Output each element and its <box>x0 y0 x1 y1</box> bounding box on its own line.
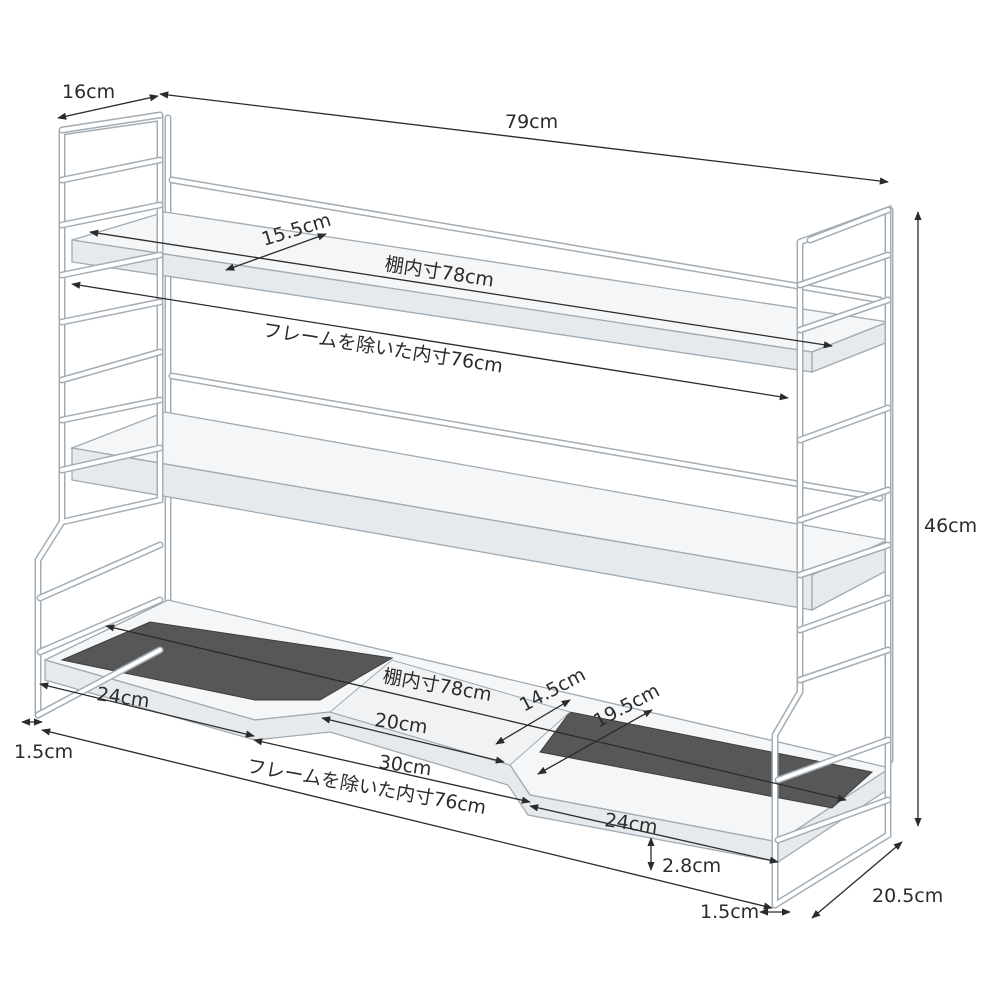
bottom-tray <box>43 599 892 864</box>
height-total-label: 46cm <box>924 515 977 537</box>
left-frame-rung <box>60 350 162 382</box>
left-frame-rung <box>60 158 162 182</box>
width-total-line <box>159 91 889 185</box>
right-frame-rung <box>798 648 890 682</box>
left-frame-rung <box>38 598 162 654</box>
bottom-right-width-line <box>529 804 779 864</box>
width-total-label: 79cm <box>505 111 558 133</box>
lip-height-label: 2.8cm <box>662 855 721 877</box>
upper-frame-inner-line <box>71 281 789 401</box>
right-frame-rung <box>798 253 890 287</box>
left-frame-rung <box>60 300 162 324</box>
depth-bottom-line <box>811 841 903 919</box>
upper-frame-inner-label: フレームを除いた内寸76cm <box>261 319 504 377</box>
left-frame-rung <box>60 203 162 227</box>
upper-inner-line <box>89 229 833 349</box>
depth-top-label: 16cm <box>62 81 115 103</box>
left-frame-rung <box>38 543 162 600</box>
middle-shelf <box>69 411 891 612</box>
right-frame-rung <box>798 488 890 522</box>
right-frame-rung <box>798 543 890 577</box>
right-frame-rung <box>776 798 890 842</box>
depth-top-line <box>57 94 159 120</box>
dimension-lines <box>21 91 922 919</box>
right-frame-rung <box>798 406 890 442</box>
bottom-left-width-line <box>39 682 255 738</box>
depth-bottom-label: 20.5cm <box>872 885 943 907</box>
right-gap-label: 1.5cm <box>700 901 759 923</box>
left-frame-rung <box>60 398 162 422</box>
lower-frame-inner-line <box>41 728 773 910</box>
left-frame-rung <box>60 446 162 472</box>
left-gap-label: 1.5cm <box>14 741 73 763</box>
